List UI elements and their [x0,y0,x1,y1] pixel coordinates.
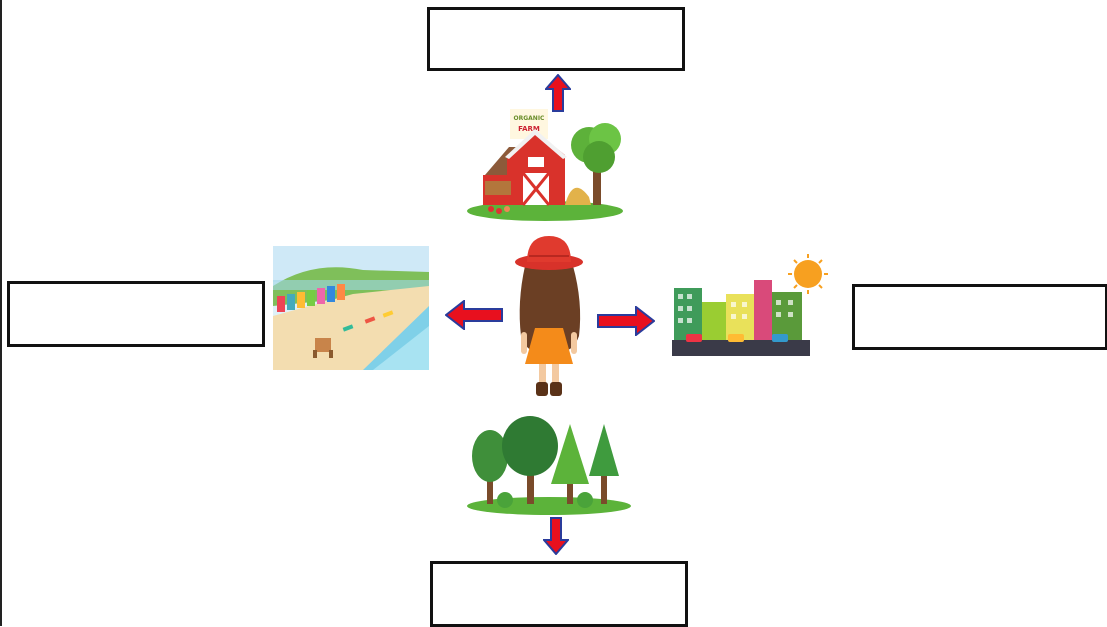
arrow-down-icon [543,517,569,555]
arrow-left-icon [445,300,503,330]
city-icon [672,254,828,356]
arrow-right-icon [597,306,655,336]
answer-box-top[interactable] [427,7,685,71]
answer-box-bottom[interactable] [430,561,688,627]
arrow-up-icon [545,74,571,112]
page-edge-line [0,0,2,626]
svg-text:FARM: FARM [518,125,540,133]
girl-icon [515,236,583,396]
answer-box-left[interactable] [7,281,265,347]
answer-box-right[interactable] [852,284,1107,350]
svg-text:ORGANIC: ORGANIC [514,115,546,122]
farm-icon: ORGANIC FARM [467,109,623,221]
forest-icon [467,416,631,515]
beach-icon [273,246,429,370]
